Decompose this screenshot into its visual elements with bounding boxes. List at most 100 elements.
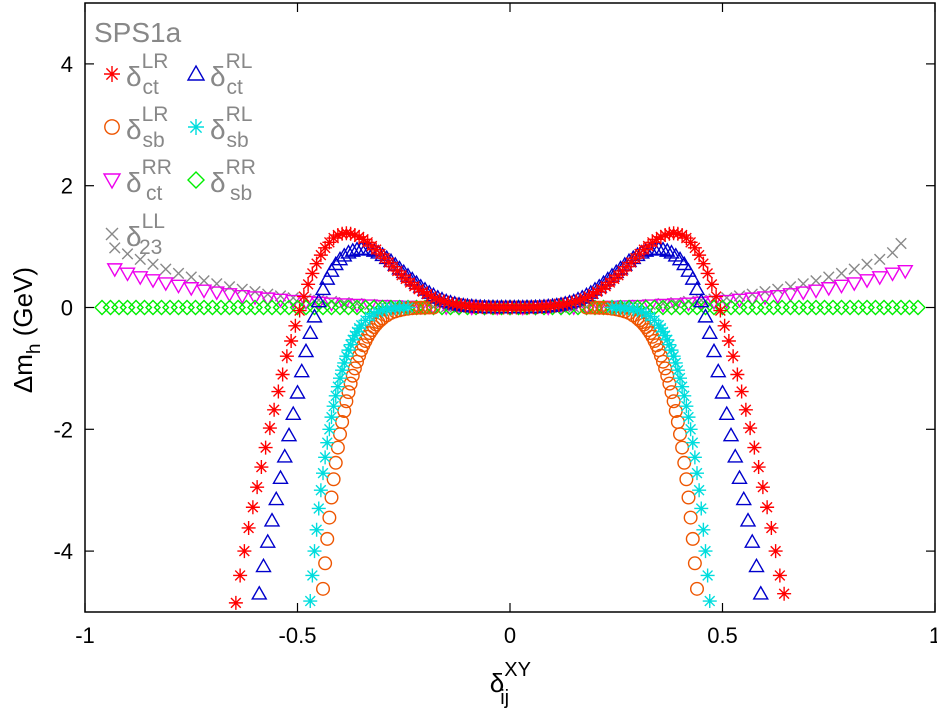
data-point [339, 394, 354, 409]
data-point [132, 271, 149, 286]
data-point [255, 557, 272, 573]
data-point [356, 232, 371, 247]
data-point [835, 267, 848, 280]
data-point [362, 309, 377, 324]
data-point [874, 253, 886, 266]
data-point [106, 263, 123, 278]
data-point [318, 240, 333, 255]
data-point [639, 306, 653, 321]
data-point [379, 302, 394, 317]
data-point [861, 258, 873, 271]
data-point [626, 302, 641, 317]
data-point [670, 226, 685, 241]
data-point [418, 300, 433, 315]
series-sb-RL [303, 300, 717, 609]
data-point [693, 292, 710, 308]
data-point [324, 490, 339, 505]
data-point [658, 328, 673, 343]
data-point [345, 368, 360, 383]
data-point [744, 533, 761, 548]
data-point [692, 248, 707, 263]
data-point [279, 349, 294, 364]
data-point [307, 544, 322, 559]
data-point [326, 231, 341, 246]
data-point [662, 337, 677, 352]
data-point [195, 284, 213, 299]
data-point [668, 355, 683, 370]
x-tick-label: -1 [75, 623, 95, 648]
data-point [157, 277, 174, 292]
data-point [573, 293, 588, 308]
data-point [367, 306, 381, 321]
data-point [285, 405, 302, 421]
data-point [288, 318, 303, 333]
data-point [769, 289, 786, 305]
data-point [341, 343, 356, 358]
data-point [428, 291, 443, 306]
data-point [680, 262, 697, 277]
data-point [267, 402, 282, 417]
data-point [735, 490, 752, 506]
data-point [718, 405, 735, 421]
data-point [263, 512, 281, 527]
y-tick-label: 0 [61, 296, 73, 321]
data-point [316, 466, 330, 481]
data-point [810, 274, 822, 287]
data-point [694, 501, 709, 516]
data-point [262, 421, 277, 436]
data-point [234, 289, 251, 305]
data-point [677, 388, 692, 403]
data-point [876, 299, 892, 316]
data-point [675, 379, 690, 394]
data-point [335, 363, 350, 378]
data-point [305, 568, 320, 583]
data-point [709, 289, 724, 304]
data-point [407, 279, 422, 294]
data-point [658, 228, 673, 243]
data-point [213, 299, 229, 316]
data-point [289, 384, 306, 399]
data-point [690, 581, 705, 596]
data-point [730, 367, 745, 382]
data-point [330, 228, 345, 243]
data-point [656, 324, 670, 339]
y-tick-label: 4 [61, 52, 73, 77]
legend-marker [187, 171, 205, 189]
data-point [901, 299, 918, 316]
data-point [717, 318, 732, 333]
data-point [170, 279, 187, 294]
data-point [698, 544, 713, 559]
data-point [676, 255, 693, 271]
data-point [744, 292, 761, 307]
data-point [204, 299, 221, 316]
data-point [649, 232, 664, 247]
data-point [772, 568, 787, 583]
data-point [208, 286, 225, 301]
data-point [328, 455, 343, 470]
data-point [748, 557, 765, 573]
data-point [361, 299, 378, 314]
data-point [147, 258, 159, 271]
legend-marker [104, 119, 120, 135]
data-point [700, 568, 715, 583]
data-point [564, 295, 579, 310]
data-point [109, 242, 121, 254]
data-point [361, 241, 378, 256]
data-point [710, 363, 727, 378]
data-point [223, 281, 236, 293]
data-point [667, 298, 684, 313]
data-point [784, 281, 797, 293]
data-point [313, 483, 328, 498]
data-point [228, 595, 243, 610]
data-point [658, 361, 673, 376]
data-point [675, 228, 690, 243]
data-point [653, 321, 668, 336]
data-point [697, 308, 714, 323]
data-point [782, 288, 799, 303]
data-point [275, 367, 290, 382]
data-point [415, 284, 430, 299]
